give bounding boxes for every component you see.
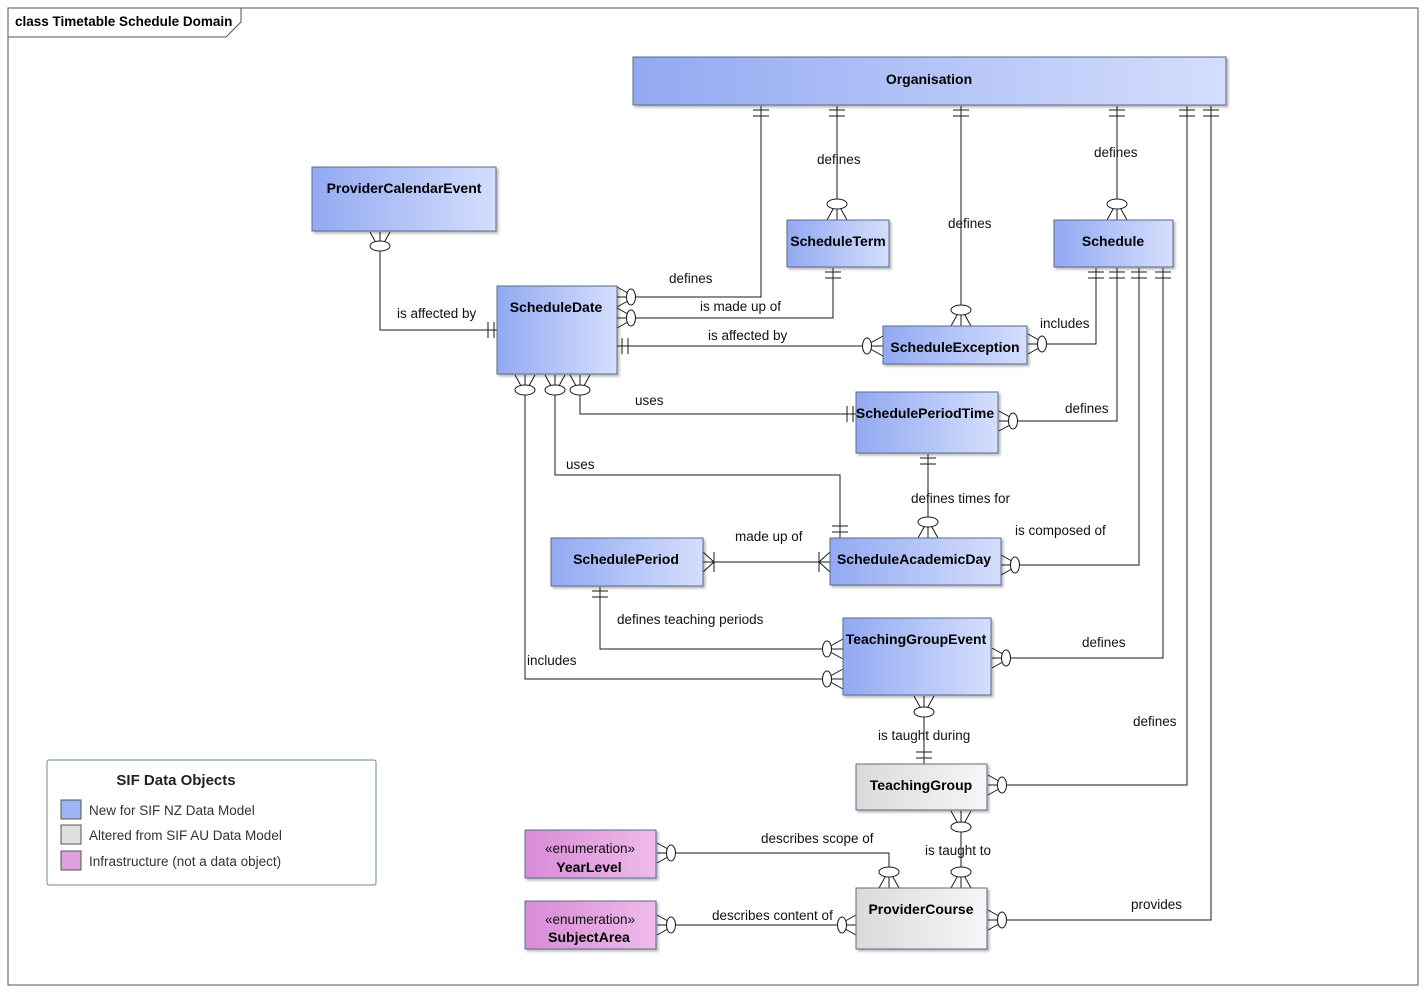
legend-item-infrastructure: Infrastructure (not a data object) — [60, 850, 281, 871]
entity-schedule-period-time[interactable]: SchedulePeriodTime — [855, 391, 999, 454]
rel-label-calendar-date: is affected by — [397, 306, 477, 321]
entity-provider-calendar-event[interactable]: ProviderCalendarEvent — [311, 166, 497, 232]
rel-label-date-periodtime: uses — [635, 393, 664, 408]
entity-schedule-academic-day[interactable]: ScheduleAcademicDay — [829, 537, 1002, 586]
subject-area-stereotype: «enumeration» — [545, 912, 635, 927]
entity-teaching-group-name: TeachingGroup — [870, 777, 972, 793]
legend-title: SIF Data Objects — [116, 772, 235, 789]
entity-schedule-exception-name: ScheduleException — [890, 339, 1019, 355]
entity-schedule-period-time-name: SchedulePeriodTime — [856, 405, 994, 421]
rel-label-periodtime-academicday: defines times for — [911, 491, 1011, 506]
rel-label-org-group: defines — [1133, 714, 1177, 729]
entity-teaching-group-event[interactable]: TeachingGroupEvent — [842, 617, 992, 696]
entity-provider-course[interactable]: ProviderCourse — [855, 887, 988, 950]
entity-schedule-academic-day-name: ScheduleAcademicDay — [837, 551, 991, 567]
rel-label-group-course: is taught to — [925, 843, 991, 858]
legend-swatch-new — [60, 799, 82, 820]
rel-label-org-term: defines — [817, 152, 861, 167]
entity-schedule-name: Schedule — [1082, 233, 1144, 249]
rel-label-subject-course: describes content of — [712, 908, 833, 923]
legend: SIF Data Objects New for SIF NZ Data Mod… — [46, 759, 377, 886]
diagram-frame: class Timetable Schedule Domain — [7, 7, 1419, 986]
entity-organisation-name: Organisation — [886, 71, 972, 87]
frame-title: class Timetable Schedule Domain — [15, 14, 232, 29]
entity-organisation[interactable]: Organisation — [632, 56, 1227, 106]
entity-subject-area[interactable]: «enumeration» SubjectArea — [524, 900, 657, 950]
year-level-stereotype: «enumeration» — [545, 841, 635, 856]
legend-label-new: New for SIF NZ Data Model — [89, 803, 255, 818]
entity-schedule-term[interactable]: ScheduleTerm — [786, 219, 890, 268]
entity-teaching-group[interactable]: TeachingGroup — [855, 763, 988, 811]
rel-label-org-exception: defines — [948, 216, 992, 231]
entity-schedule-exception[interactable]: ScheduleException — [882, 325, 1028, 365]
rel-label-org-schedule: defines — [1094, 145, 1138, 160]
entity-year-level-name: YearLevel — [556, 859, 621, 875]
entity-provider-course-name: ProviderCourse — [868, 901, 973, 917]
rel-label-period-event: defines teaching periods — [617, 612, 764, 627]
entity-schedule-term-name: ScheduleTerm — [790, 233, 885, 249]
relationship-labels: defines defines defines defines is made … — [397, 145, 1182, 923]
legend-item-altered: Altered from SIF AU Data Model — [60, 824, 282, 845]
rel-label-schedule-academicday: is composed of — [1015, 523, 1106, 538]
entity-year-level[interactable]: «enumeration» YearLevel — [524, 829, 657, 879]
relationship-lines — [369, 106, 1219, 936]
entity-subject-area-name: SubjectArea — [548, 929, 630, 945]
legend-item-new: New for SIF NZ Data Model — [60, 799, 255, 820]
rel-label-org-date: defines — [669, 271, 713, 286]
rel-label-org-course: provides — [1131, 897, 1182, 912]
legend-swatch-altered — [60, 824, 82, 845]
rel-label-schedule-exception: includes — [1040, 316, 1090, 331]
rel-label-academicday-period: made up of — [735, 529, 803, 544]
rel-label-yearlevel-course: describes scope of — [761, 831, 874, 846]
rel-label-schedule-periodtime: defines — [1065, 401, 1109, 416]
rel-label-term-date: is made up of — [700, 299, 781, 314]
rel-label-date-exception: is affected by — [708, 328, 788, 343]
legend-label-infrastructure: Infrastructure (not a data object) — [89, 854, 281, 869]
entity-schedule-period[interactable]: SchedulePeriod — [550, 537, 704, 587]
rel-label-schedule-event: defines — [1082, 635, 1126, 650]
rel-label-event-group: is taught during — [878, 728, 970, 743]
entity-schedule-date-name: ScheduleDate — [510, 299, 603, 315]
rel-label-date-event: includes — [527, 653, 577, 668]
entity-provider-calendar-event-name: ProviderCalendarEvent — [327, 180, 482, 196]
rel-label-date-academicday: uses — [566, 457, 595, 472]
entity-schedule[interactable]: Schedule — [1053, 219, 1174, 268]
entity-schedule-date[interactable]: ScheduleDate — [496, 285, 618, 375]
entity-teaching-group-event-name: TeachingGroupEvent — [846, 631, 987, 647]
entity-schedule-period-name: SchedulePeriod — [573, 551, 679, 567]
legend-label-altered: Altered from SIF AU Data Model — [89, 828, 282, 843]
legend-swatch-infrastructure — [60, 850, 82, 871]
